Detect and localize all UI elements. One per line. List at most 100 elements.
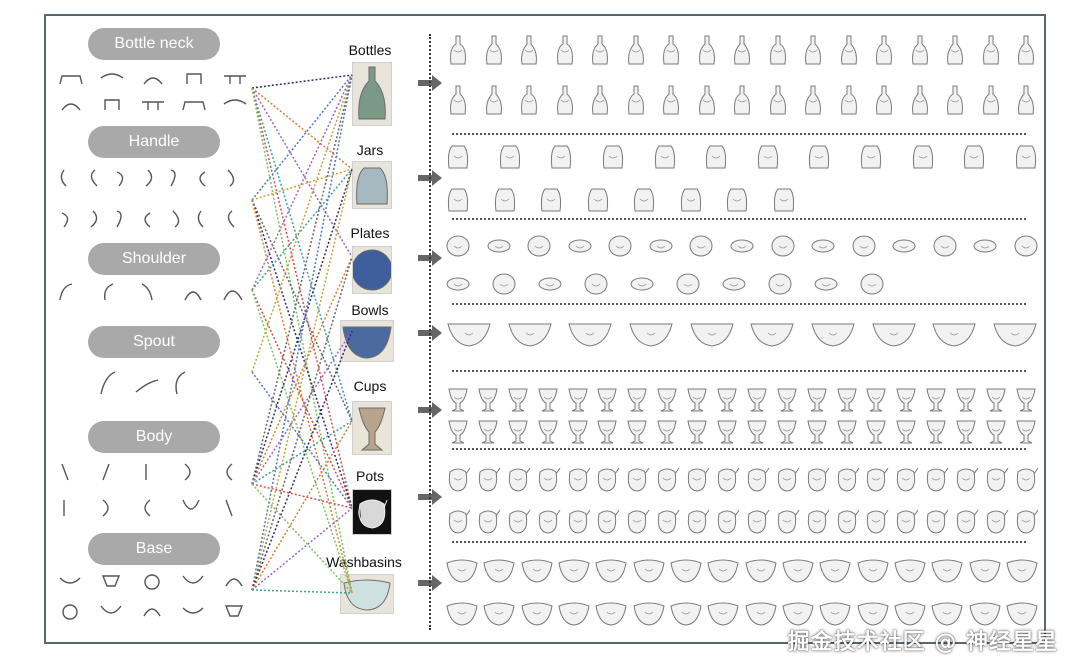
- base-shape-icon: [101, 575, 121, 587]
- body-shape-icon: [226, 463, 233, 481]
- part-label-bottle-neck: Bottle neck: [88, 28, 220, 60]
- vessel-thumbnail-icon: [986, 388, 1006, 412]
- part-category-link: [251, 199, 353, 594]
- vessel-thumbnail-icon: [734, 35, 750, 65]
- vessel-thumbnail-icon: [1015, 145, 1036, 169]
- vessel-thumbnail-icon: [773, 188, 794, 212]
- part-category-link: [251, 168, 353, 485]
- vessel-thumbnail-icon: [745, 559, 777, 583]
- vessel-thumbnail-icon: [508, 323, 552, 347]
- vessel-thumbnail-icon: [687, 388, 707, 412]
- shoulder-shape-icon: [141, 283, 153, 301]
- vessel-thumbnail-icon: [777, 509, 800, 534]
- category-label-jars: Jars: [356, 142, 384, 158]
- shoulder-shape-icon: [59, 283, 73, 301]
- neck-shape-icon: [182, 101, 206, 111]
- vessel-thumbnail-icon: [947, 35, 963, 65]
- vessel-thumbnail-icon: [819, 559, 851, 583]
- vessel-thumbnail-icon: [1016, 420, 1036, 444]
- thumbnail-row-pots: [445, 504, 1039, 536]
- vessel-thumbnail-icon: [629, 323, 673, 347]
- handle-shape-icon: [60, 169, 67, 187]
- vessel-thumbnail-icon: [852, 235, 876, 257]
- vessel-thumbnail-icon: [727, 188, 748, 212]
- vessel-thumbnail-icon: [867, 467, 889, 492]
- handle-shape-icon: [172, 210, 180, 228]
- base-shape-icon: [182, 575, 204, 584]
- part-category-link: [251, 483, 353, 509]
- vessel-thumbnail-icon: [857, 602, 889, 626]
- vessel-thumbnail-icon: [840, 35, 857, 65]
- vessel-thumbnail-icon: [568, 467, 590, 492]
- vessel-thumbnail-icon: [986, 420, 1006, 444]
- shoulder-shape-icon: [103, 283, 114, 301]
- vessel-thumbnail-icon: [777, 467, 800, 492]
- part-category-link: [251, 330, 353, 485]
- vessel-thumbnail-icon: [986, 467, 1009, 492]
- vessel-thumbnail-icon: [478, 467, 501, 492]
- vessel-thumbnail-icon: [957, 467, 979, 492]
- base-shape-icon: [182, 607, 204, 614]
- vessel-thumbnail-icon: [568, 323, 612, 347]
- vessel-thumbnail-icon: [926, 420, 946, 444]
- part-label-shoulder: Shoulder: [88, 243, 220, 275]
- vessel-thumbnail-icon: [857, 559, 889, 583]
- vessel-thumbnail-icon: [447, 188, 469, 212]
- vessel-thumbnail-icon: [973, 239, 997, 253]
- vessel-thumbnail-icon: [866, 388, 887, 412]
- thumbnail-row-jars: [445, 183, 797, 215]
- thumbnail-row-bowls: [445, 318, 1039, 348]
- vessel-thumbnail-icon: [892, 239, 916, 253]
- vessel-thumbnail-icon: [819, 602, 851, 626]
- vessel-thumbnail-icon: [706, 145, 727, 169]
- vessel-thumbnail-icon: [597, 388, 618, 412]
- vessel-thumbnail-icon: [448, 509, 471, 534]
- watermark: 掘金技术社区 @ 神经星星: [787, 630, 1058, 655]
- thumbnail-row-pots: [445, 462, 1039, 494]
- vessel-thumbnail-icon: [717, 388, 737, 412]
- part-category-link: [251, 199, 353, 422]
- vessel-thumbnail-icon: [508, 509, 531, 534]
- vessel-thumbnail-icon: [836, 420, 857, 444]
- vessel-thumbnail-icon: [538, 277, 562, 291]
- part-shape-row: [58, 207, 248, 233]
- vessel-thumbnail-icon: [508, 420, 528, 444]
- vessel-thumbnail-icon: [657, 388, 677, 412]
- vessel-thumbnail-icon: [1016, 388, 1036, 412]
- spout-shape-icon: [135, 379, 159, 393]
- part-shape-row: [58, 570, 248, 596]
- vessel-thumbnail-icon: [926, 388, 946, 412]
- part-category-link: [251, 87, 353, 422]
- vessel-thumbnail-icon: [993, 323, 1037, 347]
- vessel-thumbnail-icon: [814, 277, 838, 291]
- vessel-thumbnail-icon: [957, 509, 979, 534]
- vessel-thumbnail-icon: [871, 323, 916, 347]
- vessel-thumbnail-icon: [969, 602, 1001, 626]
- part-label-body: Body: [88, 421, 220, 453]
- vessel-thumbnail-icon: [558, 559, 590, 583]
- neck-shape-icon: [59, 75, 83, 85]
- vessel-thumbnail-icon: [897, 509, 919, 534]
- cup-photo: [352, 401, 392, 455]
- body-shape-icon: [63, 500, 65, 516]
- vessel-thumbnail-icon: [628, 509, 650, 534]
- vessel-thumbnail-icon: [777, 388, 797, 412]
- vessel-thumbnail-icon: [521, 602, 553, 626]
- neck-shape-icon: [143, 77, 163, 85]
- vessel-thumbnail-icon: [956, 420, 976, 444]
- vessel-thumbnail-icon: [809, 145, 830, 169]
- vessel-thumbnail-icon: [1016, 467, 1039, 492]
- vessel-thumbnail-icon: [707, 602, 739, 626]
- vessel-thumbnail-icon: [597, 420, 618, 444]
- vessel-thumbnail-icon: [782, 559, 814, 583]
- vessel-thumbnail-icon: [447, 145, 469, 169]
- shoulder-shape-icon: [184, 291, 202, 301]
- vessel-thumbnail-icon: [717, 467, 740, 492]
- vessel-thumbnail-icon: [654, 145, 675, 169]
- vessel-thumbnail-icon: [538, 420, 558, 444]
- base-shape-icon: [225, 578, 243, 587]
- vessel-thumbnail-icon: [448, 420, 468, 444]
- vessel-thumbnail-icon: [446, 235, 470, 257]
- base-shape-icon: [100, 605, 122, 614]
